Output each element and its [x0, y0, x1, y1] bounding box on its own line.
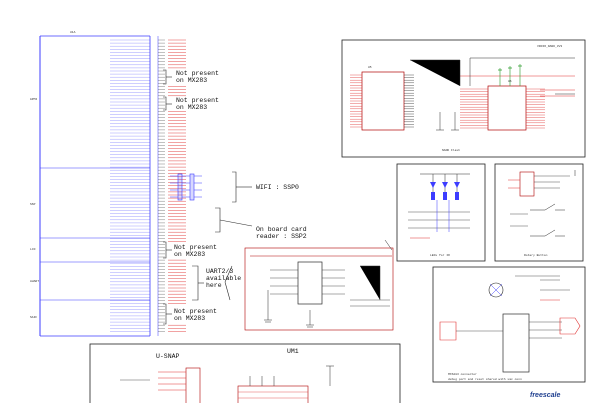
rotary-block: [494, 163, 584, 262]
svg-text:GPMI: GPMI: [30, 98, 37, 101]
note-not-present-gpmi-2: Not present on MX283: [176, 97, 219, 111]
rotary-title: Rotary Button: [524, 254, 548, 257]
um1-title: UM1: [287, 348, 299, 355]
note-onboard-card-reader: On board card reader : SSP2: [256, 226, 307, 240]
usnap-block: [89, 343, 401, 403]
u6-label: U6: [508, 80, 512, 83]
freescale-logo: freescale: [530, 392, 561, 399]
svg-text:SSP: SSP: [30, 203, 36, 206]
svg-text:SAIF: SAIF: [30, 316, 37, 319]
nand-flash-block: [341, 39, 586, 158]
card-reader-block: [244, 239, 394, 331]
top-net-label: VDDIO_NAND_3V3: [537, 45, 563, 48]
connector-pin-rows: [110, 39, 186, 332]
note-not-present-lcd: Not present on MX283: [174, 244, 217, 258]
svg-text:LCD: LCD: [30, 248, 36, 251]
note-not-present-gpmi-1: Not present on MX283: [176, 70, 219, 84]
u1a-label: U1A: [70, 31, 76, 34]
leds-title: LEDs for IO: [430, 254, 450, 257]
processor-connector-bus: [39, 35, 159, 337]
debug-connector-subtitle: debug port and reset shared with smc con…: [448, 378, 522, 381]
annotation-brackets: [163, 69, 253, 325]
usnap-title: U-SNAP: [156, 353, 180, 360]
note-wifi-ssp0: WIFI : SSP0: [256, 184, 299, 191]
u5-label: U5: [368, 66, 372, 69]
note-uart-available: UART2/3 available here: [206, 268, 242, 289]
wifi-resistor-array: [170, 173, 202, 201]
nand-chip-pins: [350, 74, 545, 129]
note-not-present-saif: Not present on MX283: [174, 308, 217, 322]
debug-connector-title: MXS283 connector: [448, 373, 477, 376]
leds-block: [396, 163, 486, 262]
debug-connector-block: [432, 266, 586, 383]
nand-flash-title: NAND Flash: [442, 149, 461, 152]
svg-text:AUART: AUART: [30, 280, 39, 283]
bus-group-tags: GPMI SSP LCD AUART SAIF: [30, 98, 39, 319]
